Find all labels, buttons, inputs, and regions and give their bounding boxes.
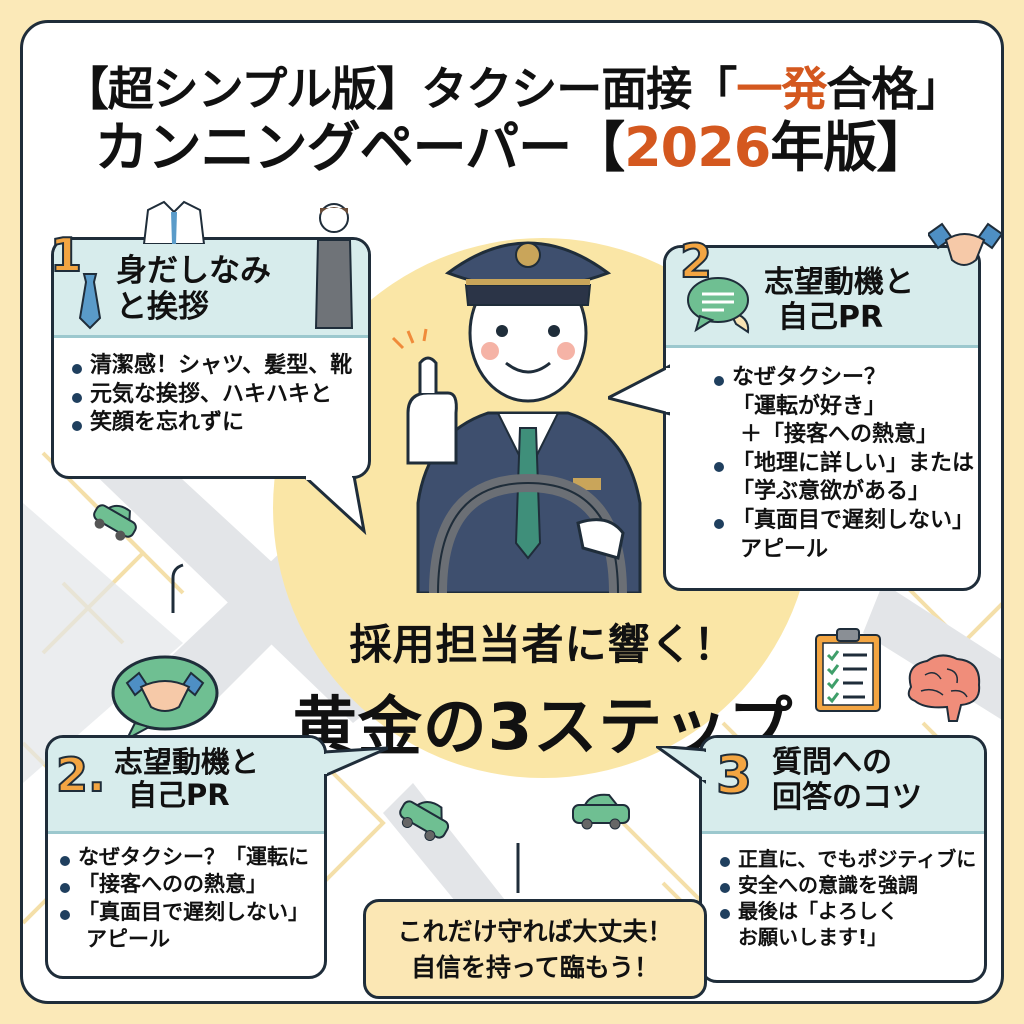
panel-1-bullets: 清潔感！シャツ、髪型、靴 元気な挨拶、ハキハキと 笑顔を忘れずに	[54, 338, 368, 438]
speech-tail	[304, 476, 367, 536]
list-item: 「真面目で遅刻しない」 アピール	[710, 507, 978, 564]
step-number-3: 3	[715, 745, 753, 807]
step-number-2-dot: 2.	[55, 747, 107, 803]
list-item: 「真面目で遅刻しない」 アピール	[56, 899, 324, 954]
handshake-bubble-icon	[111, 655, 219, 741]
list-item: 正直に、でもポジティブに	[716, 846, 984, 872]
footer-line2: 自信を持って臨もう！	[410, 953, 659, 983]
tie-icon	[78, 273, 102, 330]
title-line-2: カンニングペーパー【2026年版】	[94, 115, 931, 179]
panel-step-1: 身だしなみ と挨拶 1 清潔感！シャツ、髪型、靴 元気な挨拶、ハキハキと 笑顔を…	[49, 200, 371, 536]
list-item: 最後は「よろしく お願いします!」	[716, 898, 984, 950]
infographic-card: 【超シンプル版】タクシー面接「一発合格」 カンニングペーパー【2026年版】	[20, 20, 1004, 1004]
panel-4-bullets: 正直に、でもポジティブに 安全への意識を強調 最後は「よろしく お願いします!」	[702, 834, 984, 950]
panel-step-2: 志望動機と 自己PR 2 なぜタクシー？ 「運転が好き」 ＋「接客への熱意」	[608, 222, 1001, 591]
brain-icon	[907, 654, 981, 722]
step-number-1: 1	[49, 227, 83, 283]
panel-2-header: 志望動機と 自己PR	[666, 248, 978, 348]
panel-4-header: 3 質問への 回答のコツ	[702, 738, 984, 834]
panel-1-header: 身だしなみ と挨拶	[54, 203, 368, 338]
list-item: 「接客へのの熱意」	[56, 871, 324, 898]
list-item: 笑顔を忘れずに	[68, 409, 368, 438]
panel-step-3: 3 質問への 回答のコツ 正直に、でもポジティブに 安全への意識を強調 最後は「…	[656, 735, 987, 983]
title-line-1: 【超シンプル版】タクシー面接「一発合格」	[62, 62, 963, 116]
bowing-person-icon	[314, 203, 354, 329]
speech-tail	[656, 746, 706, 784]
footer-message-box: これだけ守れば大丈夫！ 自信を持って臨もう！	[363, 899, 707, 999]
list-item: 清潔感！シャツ、髪型、靴	[68, 352, 368, 381]
panel-1-title: 身だしなみ と挨拶	[116, 253, 271, 325]
panel-3-bullets: なぜタクシー？「運転に 「接客へのの熱意」 「真面目で遅刻しない」 アピール	[48, 834, 324, 953]
panel-4-title: 質問への 回答のコツ	[772, 745, 922, 815]
car-icon	[572, 793, 630, 830]
panel-2-title: 志望動機と 自己PR	[764, 265, 914, 335]
list-item: なぜタクシー？「運転に	[56, 844, 324, 871]
speech-tail	[608, 364, 670, 416]
clipboard-checklist-icon	[815, 628, 881, 712]
panel-3-header: 2. 志望動機と 自己PR	[48, 738, 324, 834]
shirt-icon	[142, 200, 206, 244]
taxi-driver-illustration	[391, 241, 642, 593]
list-item: なぜタクシー？ 「運転が好き」 ＋「接客への熱意」	[710, 364, 978, 450]
panel-3-title: 志望動機と 自己PR	[114, 745, 260, 813]
car-icon	[93, 504, 137, 541]
step-number-2: 2	[679, 233, 713, 289]
speech-bubble-icon	[687, 277, 750, 334]
panel-2-bullets: なぜタクシー？ 「運転が好き」 ＋「接客への熱意」 「地理に詳しい」または 「学…	[666, 348, 978, 564]
speech-tail	[324, 746, 388, 778]
footer-line1: これだけ守れば大丈夫！	[397, 917, 673, 946]
title-accent-year: 2026	[624, 115, 771, 179]
panel-step-2-duplicate: 2. 志望動機と 自己PR なぜタクシー？「運転に 「接客へのの熱意」 「真面目…	[45, 735, 388, 979]
page-title: 【超シンプル版】タクシー面接「一発合格」 カンニングペーパー【2026年版】	[23, 62, 1001, 179]
list-item: 「地理に詳しい」または 「学ぶ意欲がある」	[710, 450, 978, 507]
list-item: 元気な挨拶、ハキハキと	[68, 381, 368, 410]
handshake-icon	[928, 222, 1001, 266]
center-headline-line1: 採用担当者に響く！	[349, 620, 737, 669]
title-accent-ippatsu: 一発	[736, 62, 827, 116]
list-item: 安全への意識を強調	[716, 872, 984, 898]
car-icon	[399, 800, 450, 842]
